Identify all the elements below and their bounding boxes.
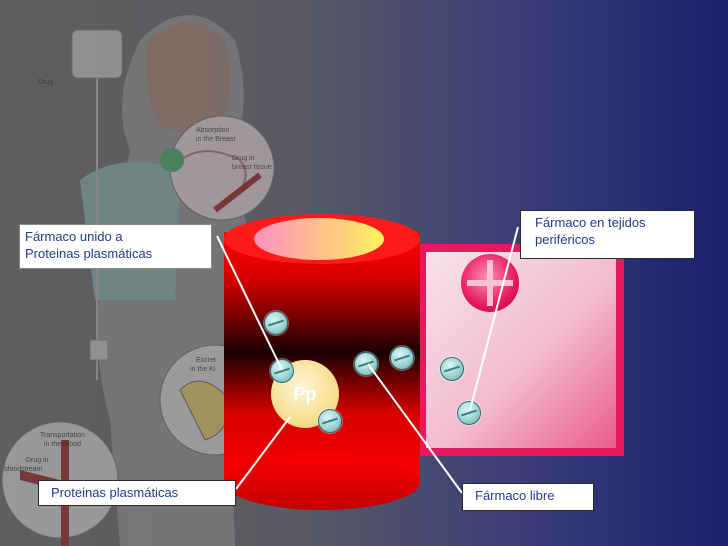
protein-label: Pp [293,384,317,404]
label-peripheral-drug: Fármaco en tejidos periféricos [520,210,695,259]
connector-bound-drug [216,235,283,371]
drug-pill-free-1 [264,311,288,335]
bg-label-drug-bloodstream: Drug in [26,457,49,464]
green-tissue [160,148,184,172]
bg-label-breast-tissue: Drug in [232,155,255,162]
connector-free-drug [367,363,463,494]
connector-peripheral-drug [469,226,519,411]
label-bound-drug: Fármaco unido a Proteinas plasmáticas [19,224,212,269]
bg-label-transportation: Transportation [40,432,85,439]
iv-connector [89,339,109,361]
cylinder-bottom [224,454,420,510]
bg-label-absorption: Absorption [196,127,230,134]
svg-text:in the Breast: in the Breast [196,136,235,143]
bg-label-drug: Drug [38,79,53,86]
label-free-drug: Fármaco libre [462,483,594,511]
bg-label-excretion: Excret [196,357,216,364]
drug-pill-bound-1 [270,359,294,383]
drug-pill-tissue-1 [440,357,464,381]
head [145,22,231,133]
svg-text:bloodstream: bloodstream [4,466,43,473]
svg-text:in the Ki: in the Ki [190,366,216,373]
svg-text:in the Blood: in the Blood [44,441,81,448]
cylinder-body [224,232,420,484]
label-plasma-proteins: Proteinas plasmáticas [38,480,236,506]
drug-pill-free-3 [390,346,414,370]
drug-pill-tissue-2 [457,401,481,425]
drug-pill-bound-2 [318,409,342,433]
connector-plasma-proteins [235,416,291,490]
svg-text:breast tissue: breast tissue [232,164,272,171]
cylinder-top [254,218,384,260]
blood-vessel-cylinder [224,214,420,510]
